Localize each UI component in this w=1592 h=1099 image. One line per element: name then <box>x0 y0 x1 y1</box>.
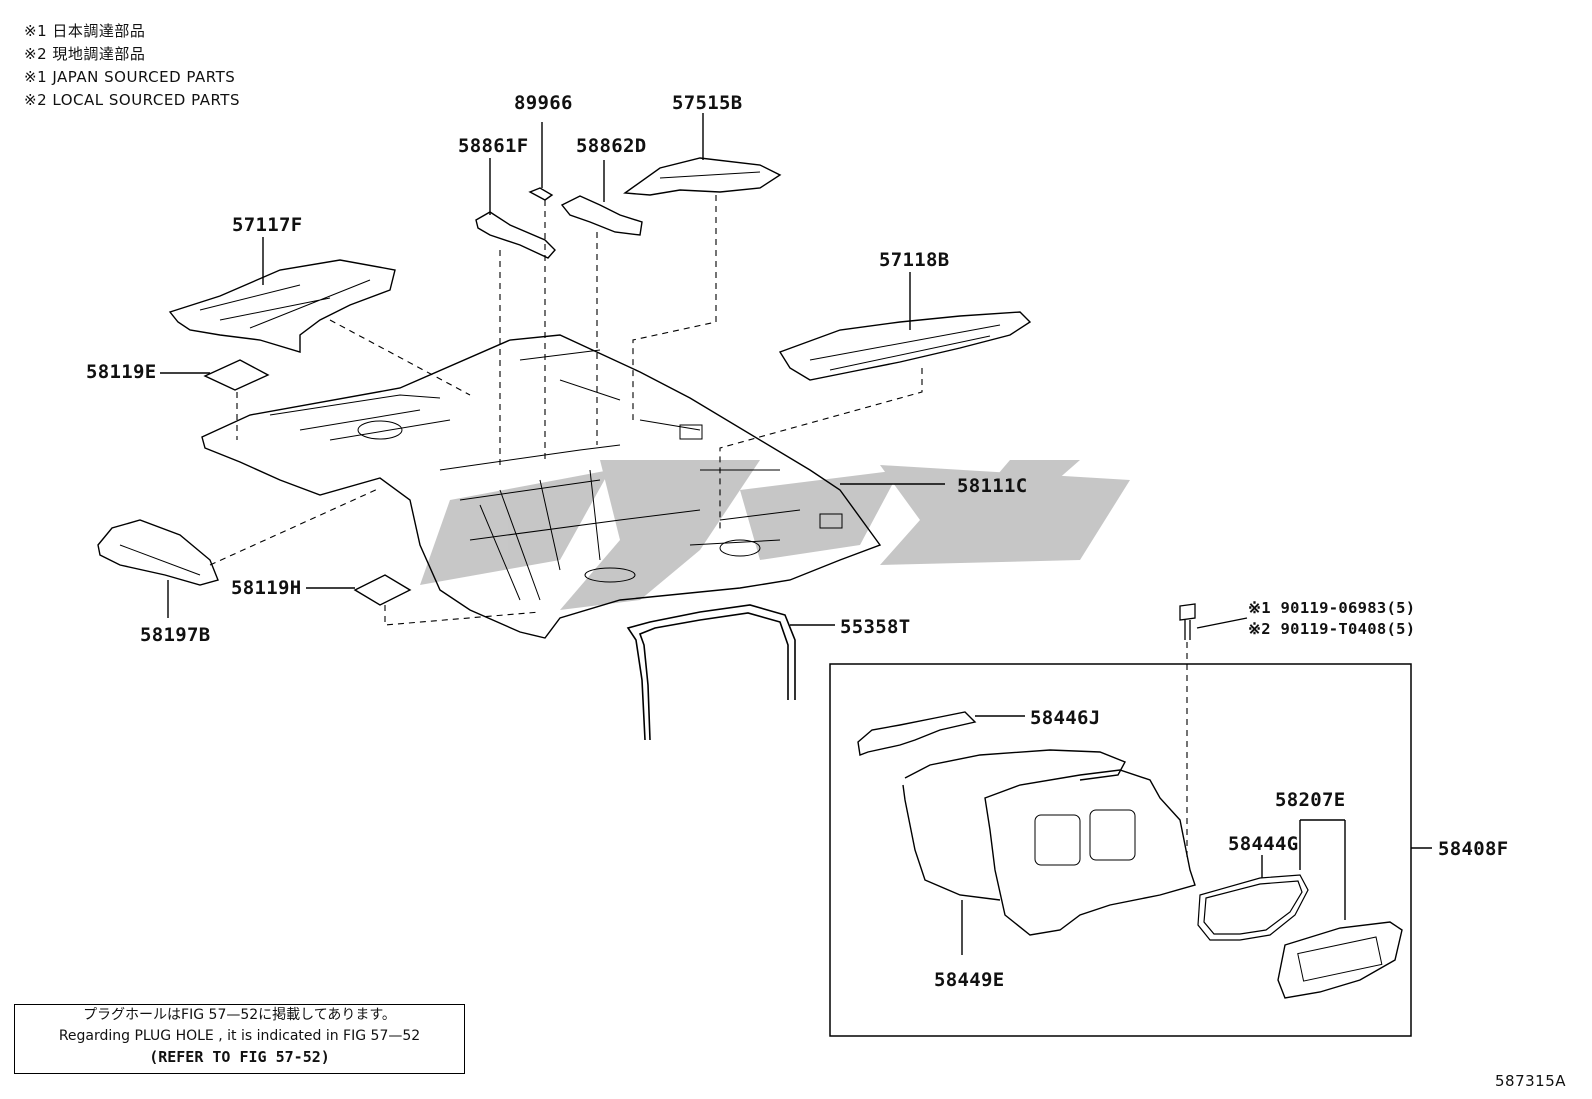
label-58197b[interactable]: 58197B <box>140 624 211 646</box>
label-57118b[interactable]: 57118B <box>879 249 950 271</box>
figure-id: 587315A <box>1495 1072 1567 1090</box>
label-58446j[interactable]: 58446J <box>1030 707 1101 729</box>
bracket-58862d[interactable] <box>560 195 643 236</box>
bracket-58446j[interactable] <box>857 711 977 756</box>
label-bolt-japan[interactable]: ※1 90119-06983(5) <box>1248 599 1416 617</box>
note-reference-link[interactable]: (REFER TO FIG 57-52) <box>149 1048 330 1066</box>
label-57515b[interactable]: 57515B <box>672 92 743 114</box>
seal-58449e[interactable] <box>902 749 1126 901</box>
legend-notes: ※1 日本調達部品 ※2 現地調達部品 ※1 JAPAN SOURCED PAR… <box>24 20 240 112</box>
label-58861f[interactable]: 58861F <box>458 135 529 157</box>
note-line-4: ※2 LOCAL SOURCED PARTS <box>24 91 240 109</box>
label-58862d[interactable]: 58862D <box>576 135 647 157</box>
plug-58119e[interactable] <box>203 359 270 391</box>
plug-hole-note: プラグホールはFIG 57—52に掲載してあります。 Regarding PLU… <box>14 1004 465 1074</box>
watermark-logo <box>420 460 1130 610</box>
note-english: Regarding PLUG HOLE , it is indicated in… <box>58 1028 421 1044</box>
gasket-58444g[interactable] <box>1197 874 1309 941</box>
bracket-58197b[interactable] <box>97 519 219 586</box>
label-58119e[interactable]: 58119E <box>86 361 157 383</box>
label-55358t[interactable]: 55358T <box>840 616 911 638</box>
plug-58119h[interactable] <box>353 574 412 606</box>
seal-55358t[interactable] <box>626 604 796 741</box>
note-line-3: ※1 JAPAN SOURCED PARTS <box>24 68 236 86</box>
floor-pan-58111c[interactable] <box>201 334 882 639</box>
bracket-58861f[interactable] <box>475 211 556 259</box>
trim-panel[interactable] <box>984 769 1196 936</box>
label-bolt-local[interactable]: ※2 90119-T0408(5) <box>1248 620 1416 638</box>
label-89966[interactable]: 89966 <box>514 92 573 114</box>
assembly-box-58408f <box>829 663 1412 1037</box>
label-58444g[interactable]: 58444G <box>1228 833 1299 855</box>
label-58207e[interactable]: 58207E <box>1275 789 1346 811</box>
reinforcement-57117f[interactable] <box>168 259 396 353</box>
cover-plate[interactable] <box>1277 921 1403 999</box>
label-58111c[interactable]: 58111C <box>957 475 1028 497</box>
reinforcement-57118b[interactable] <box>778 311 1032 381</box>
note-japanese: プラグホールはFIG 57—52に掲載してあります。 <box>83 1007 396 1023</box>
clip-89966[interactable] <box>528 187 554 201</box>
note-line-2: ※2 現地調達部品 <box>24 45 146 63</box>
label-58119h[interactable]: 58119H <box>231 577 302 599</box>
note-line-1: ※1 日本調達部品 <box>24 22 146 40</box>
label-57117f[interactable]: 57117F <box>232 214 303 236</box>
label-58408f[interactable]: 58408F <box>1438 838 1509 860</box>
label-58449e[interactable]: 58449E <box>934 969 1005 991</box>
bolt-icon[interactable] <box>1179 603 1196 640</box>
bracket-57515b[interactable] <box>623 157 782 196</box>
